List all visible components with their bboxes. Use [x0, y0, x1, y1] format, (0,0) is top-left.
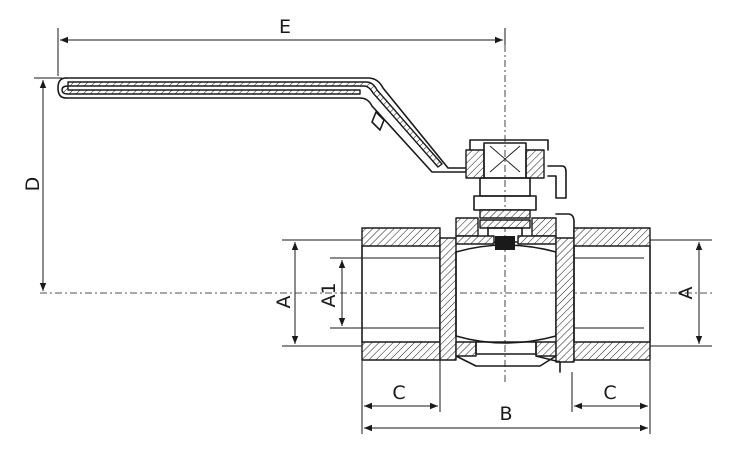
- body-bottom-contour: [455, 355, 557, 367]
- left-port-top-wall: [361, 227, 441, 247]
- body-neck: [455, 213, 575, 241]
- lever-section-hatch: [61, 81, 443, 168]
- dimension-c-left-label: C: [392, 382, 405, 404]
- ball-bottom-left-hatch: [455, 341, 477, 357]
- lever-bend-notch: [371, 111, 385, 131]
- stem-nut-top: [469, 139, 549, 151]
- dimension-c-right-label: C: [603, 382, 616, 404]
- lever-top-edge: [65, 77, 471, 169]
- ball-top-left-hatch: [455, 235, 495, 245]
- packing-ring-1: [479, 209, 531, 219]
- left-port-bottom-wall: [361, 341, 441, 361]
- stem-assembly: [465, 139, 567, 250]
- packing-ring-2: [479, 219, 531, 229]
- ball-top-arc: [455, 244, 557, 253]
- ball-top-right-hatch: [517, 235, 557, 245]
- stop-pin: [547, 165, 567, 199]
- lever-bottom-edge: [65, 97, 471, 173]
- body-shoulder-right: [555, 213, 575, 241]
- right-port-bottom-wall: [573, 341, 651, 361]
- stem-tang: [495, 236, 515, 250]
- neck-right-section: [531, 217, 557, 237]
- dimension-lines: [39, 36, 703, 432]
- dimension-labels: E D A A1 A C B C: [22, 16, 697, 425]
- stem-head-cross-2: [489, 145, 521, 173]
- lever-tip: [57, 77, 67, 99]
- dimension-d-label: D: [22, 177, 44, 192]
- stem-nut-right-section: [525, 149, 545, 179]
- dimension-b-label: B: [499, 403, 512, 425]
- right-port-top-wall: [573, 227, 651, 247]
- neck-left-section: [455, 217, 479, 237]
- right-port: [573, 227, 651, 361]
- right-seat-section: [555, 237, 575, 363]
- body-bottom-step: [535, 355, 561, 373]
- ball-bottom-insert: [475, 341, 537, 355]
- extension-lines: [34, 28, 712, 434]
- dimension-a-right-label: A: [675, 287, 697, 300]
- stem-nut-left-section: [465, 149, 485, 179]
- left-port: [361, 227, 441, 361]
- left-seat-section: [439, 237, 457, 361]
- dimension-e-label: E: [279, 16, 291, 38]
- lever-handle: [57, 77, 471, 173]
- ball-chamber: [439, 235, 575, 373]
- dimension-a-left-label: A: [273, 296, 295, 309]
- center-lines: [40, 30, 712, 385]
- ball-bottom-right-hatch: [535, 341, 557, 357]
- ball-bottom-arc: [455, 335, 557, 344]
- dimension-a1-label: A1: [318, 282, 340, 307]
